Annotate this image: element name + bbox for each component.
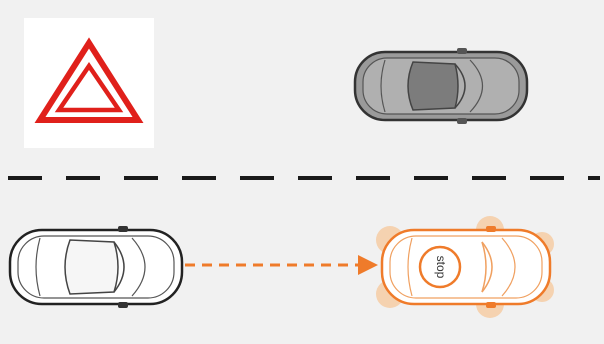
approach-arrow [185, 255, 378, 275]
oncoming-car [355, 48, 527, 124]
stopped-car: stop [376, 216, 554, 318]
own-car [10, 226, 182, 308]
stop-label: stop [434, 256, 448, 279]
